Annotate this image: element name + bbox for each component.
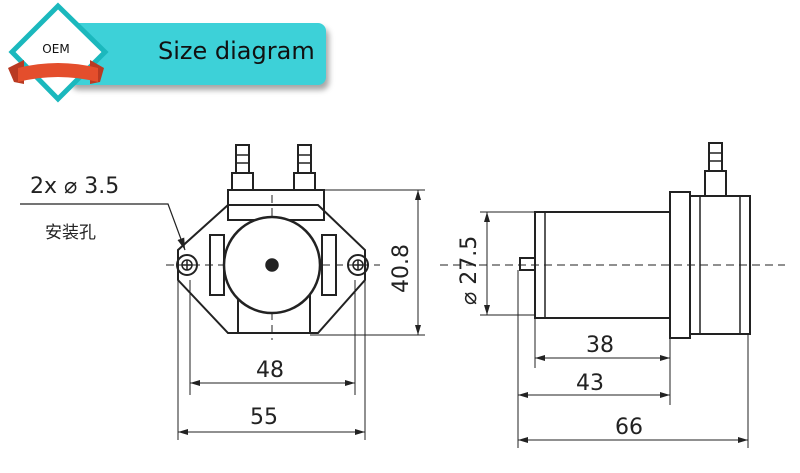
hole-size-label: 2x ⌀ 3.5 bbox=[30, 174, 119, 199]
front-view: 2x ⌀ 3.5 安装孔 40.8 48 55 bbox=[20, 144, 425, 440]
banner-title: Size diagram bbox=[158, 37, 315, 65]
side-view: ⌀ 27.5 38 43 66 bbox=[440, 142, 785, 448]
dim-motor-with-shaft: 43 bbox=[576, 371, 604, 396]
mounting-hole-right bbox=[347, 254, 369, 276]
dim-motor-diameter: ⌀ 27.5 bbox=[457, 236, 482, 305]
badge-text: OEM bbox=[42, 42, 70, 56]
dim-motor-length: 38 bbox=[586, 333, 614, 358]
dim-width: 55 bbox=[250, 405, 278, 430]
nozzle-left bbox=[231, 144, 254, 191]
hole-label-cn: 安装孔 bbox=[45, 223, 96, 243]
oem-badge: OEM bbox=[0, 0, 110, 110]
dim-total-length: 66 bbox=[615, 415, 643, 440]
mounting-hole-left bbox=[176, 254, 198, 276]
badge-diamond-icon bbox=[8, 2, 109, 103]
nozzle-side bbox=[704, 142, 727, 197]
dim-height: 40.8 bbox=[389, 244, 414, 293]
nozzle-right bbox=[293, 144, 316, 191]
dim-hole-spacing: 48 bbox=[256, 358, 284, 383]
title-banner: Size diagram bbox=[68, 23, 326, 85]
